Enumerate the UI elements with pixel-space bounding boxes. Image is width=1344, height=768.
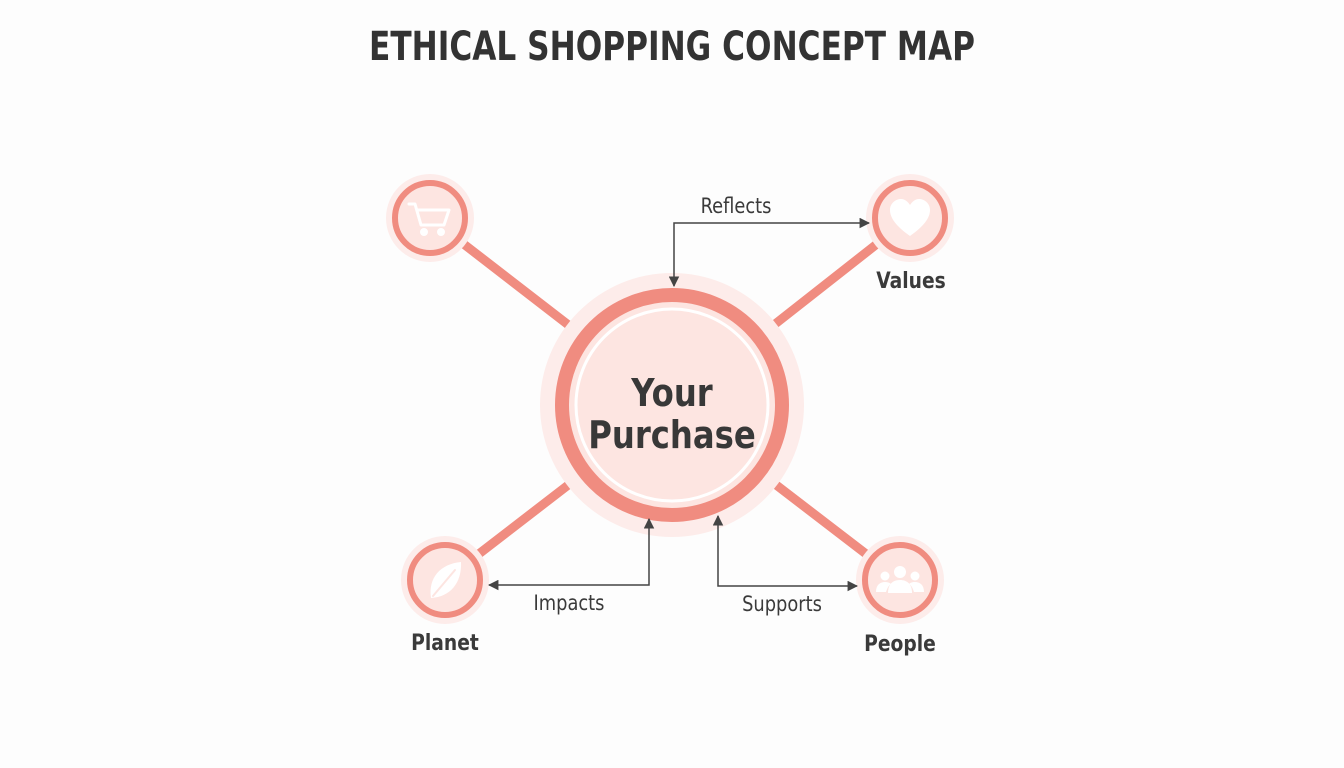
center-node: Your Purchase	[540, 273, 804, 537]
edge-reflects: Reflects	[668, 194, 871, 288]
page-title: ETHICAL SHOPPING CONCEPT MAP	[369, 24, 975, 70]
cart-node-ring	[392, 180, 468, 256]
cart-node	[386, 174, 474, 262]
planet-label: Planet	[411, 630, 479, 656]
shopping-cart-icon	[407, 202, 451, 236]
supports-arrow	[712, 514, 859, 592]
reflects-label: Reflects	[701, 194, 772, 219]
values-label: Values	[876, 268, 946, 294]
edge-impacts: Impacts	[487, 517, 655, 616]
supports-label: Supports	[742, 592, 822, 617]
impacts-label: Impacts	[534, 591, 605, 616]
impacts-arrow	[487, 517, 655, 591]
reflects-arrow	[668, 217, 871, 288]
leaf-icon	[430, 562, 462, 598]
people-icon	[876, 566, 924, 593]
edge-supports: Supports	[712, 514, 859, 617]
values-node: Values	[866, 174, 954, 293]
heart-icon	[890, 199, 930, 236]
people-node: People	[856, 536, 944, 656]
planet-node: Planet	[401, 536, 489, 655]
people-label: People	[864, 631, 936, 657]
center-label-line2: Purchase	[588, 414, 756, 458]
center-inner-ring	[574, 307, 770, 503]
center-label-line1: Your	[630, 372, 713, 416]
